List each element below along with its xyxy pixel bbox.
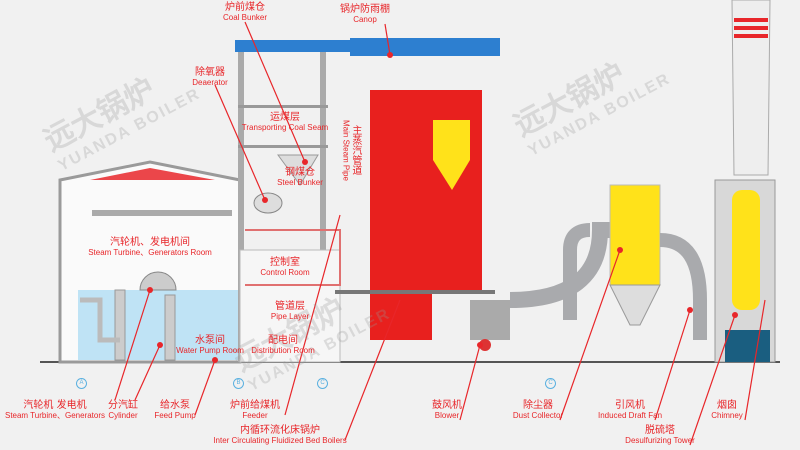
axis-marker-c2: C — [545, 378, 556, 389]
deaerator — [253, 192, 283, 214]
boiler — [335, 90, 510, 351]
blower — [479, 339, 491, 351]
desulfurizing-tower — [714, 179, 776, 363]
leader-dots — [147, 52, 738, 363]
flue-duct — [509, 222, 620, 308]
axis-marker-a: A — [76, 378, 87, 389]
dust-collector — [609, 184, 661, 326]
bunker-bay — [235, 40, 380, 363]
axis-marker-b: B — [233, 378, 244, 389]
chimney — [731, 0, 771, 176]
leader-lines — [114, 21, 766, 446]
turbine-hall — [58, 160, 242, 364]
axis-marker-c: C — [317, 378, 328, 389]
boiler-canopy — [350, 38, 500, 56]
coal-bunker-roof — [235, 40, 380, 52]
steel-bunker — [277, 154, 319, 186]
steam-turbine — [139, 271, 177, 291]
